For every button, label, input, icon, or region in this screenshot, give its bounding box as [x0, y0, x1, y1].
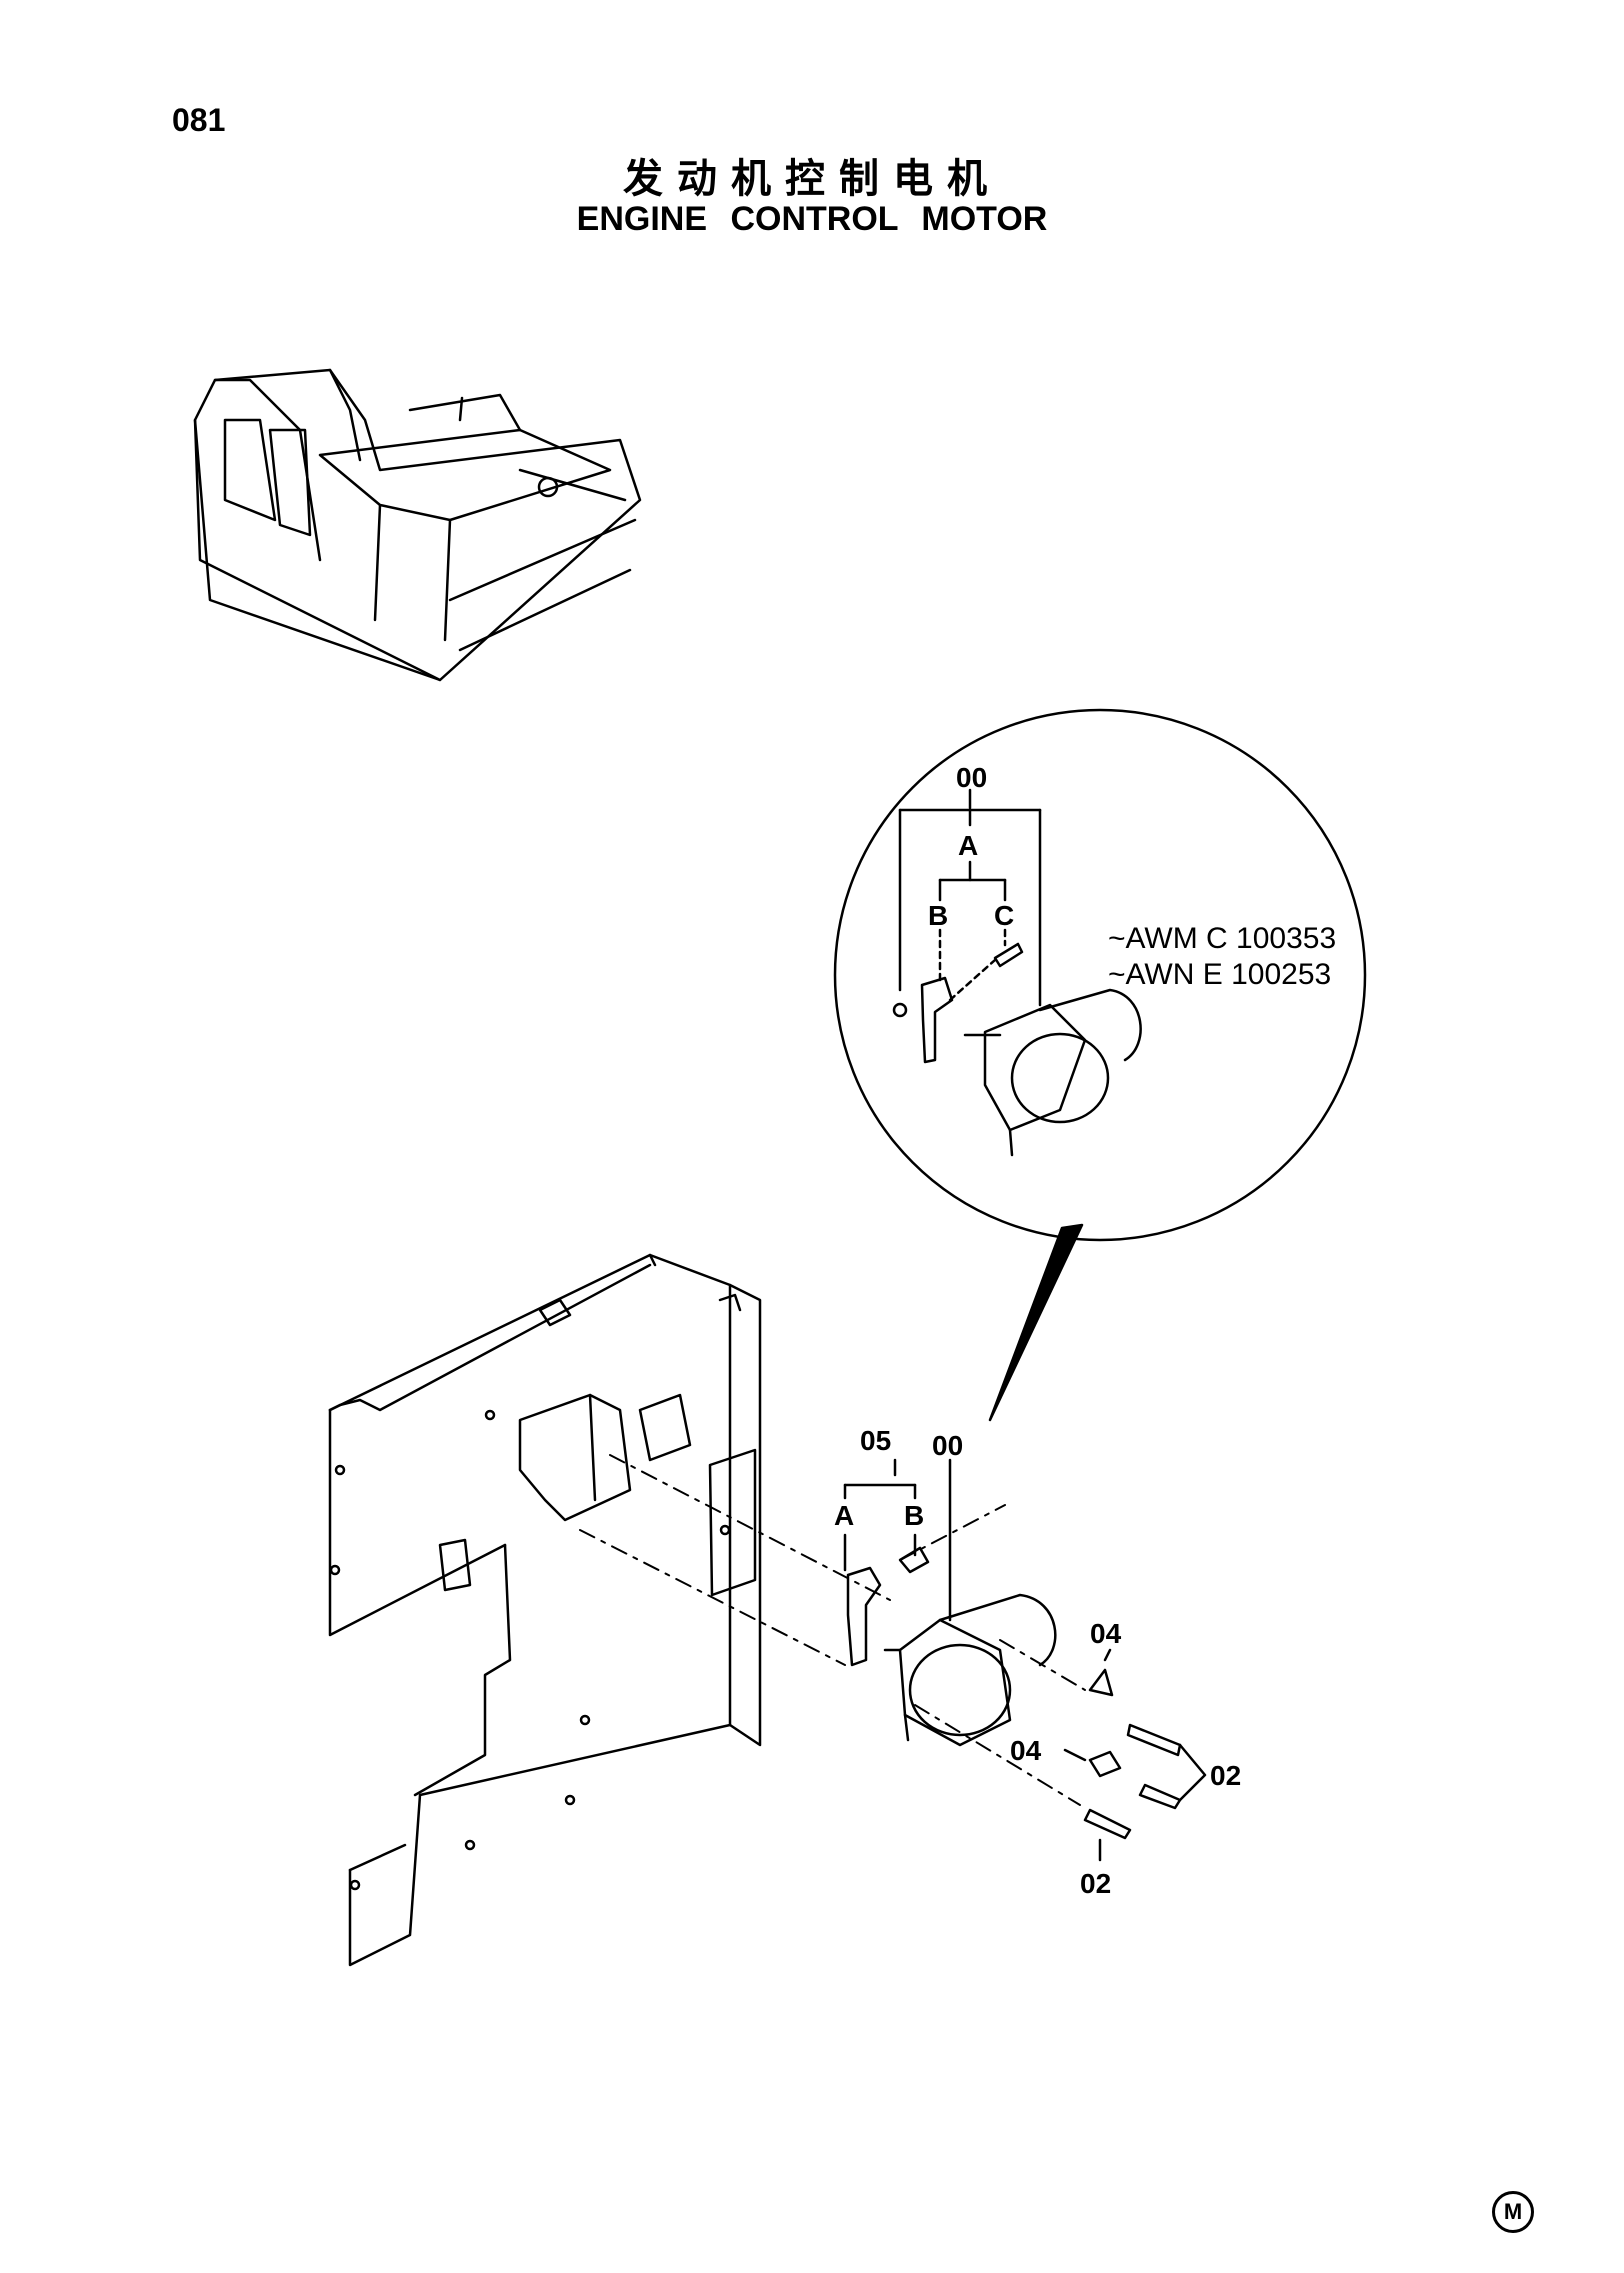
mounting-panel-illustration: [328, 1253, 762, 1967]
detail-bracket-tree: [898, 788, 1042, 1007]
callout-05: 05: [860, 1425, 892, 1456]
m-circle-mark: M: [1492, 2191, 1534, 2233]
callout-02-bottom: 02: [1080, 1868, 1112, 1899]
callout-04-upper: 04: [1090, 1618, 1122, 1649]
callout-assembly-00-detail: 00: [956, 762, 988, 793]
serial-range-1: ~AWM C 100353: [1108, 922, 1337, 955]
page-number: 081: [172, 102, 226, 138]
callout-sub-b-main: B: [904, 1500, 925, 1531]
callout-02-right: 02: [1210, 1760, 1242, 1791]
main-parts: [843, 1458, 1207, 1862]
callout-00-main: 00: [932, 1430, 964, 1461]
callout-sub-c-detail: C: [994, 900, 1015, 931]
excavator-overview-illustration: [193, 368, 642, 682]
detail-magnifier-circle: [833, 708, 1367, 1422]
callout-sub-a-detail: A: [958, 830, 979, 861]
callout-sub-b-detail: B: [928, 900, 949, 931]
page-title-chinese: 发动机控制电机: [623, 156, 1001, 202]
detail-parts: [892, 942, 1142, 1157]
exploded-assembly-lines: [579, 1454, 1086, 1806]
page-title-english: ENGINE CONTROL MOTOR: [576, 200, 1048, 238]
callout-04-lower: 04: [1010, 1735, 1042, 1766]
serial-range-2: ~AWN E 100253: [1108, 958, 1332, 991]
callout-sub-a-main: A: [834, 1500, 855, 1531]
